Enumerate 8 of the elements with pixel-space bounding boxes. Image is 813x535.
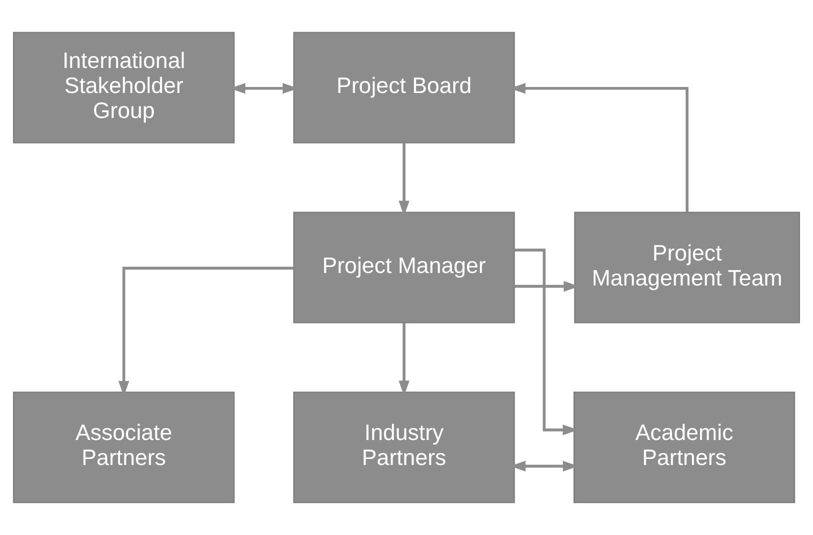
arrow [514, 248, 578, 436]
node-box: Associate Partners [12, 392, 235, 504]
node-box: Academic Partners [573, 392, 796, 504]
node-box: Project Manager [293, 212, 515, 324]
node-box: Project Board [293, 32, 515, 144]
node-box: Industry Partners [293, 392, 515, 504]
node-box: Project Management Team [574, 212, 800, 324]
node-box: International Stakeholder Group [12, 32, 235, 144]
